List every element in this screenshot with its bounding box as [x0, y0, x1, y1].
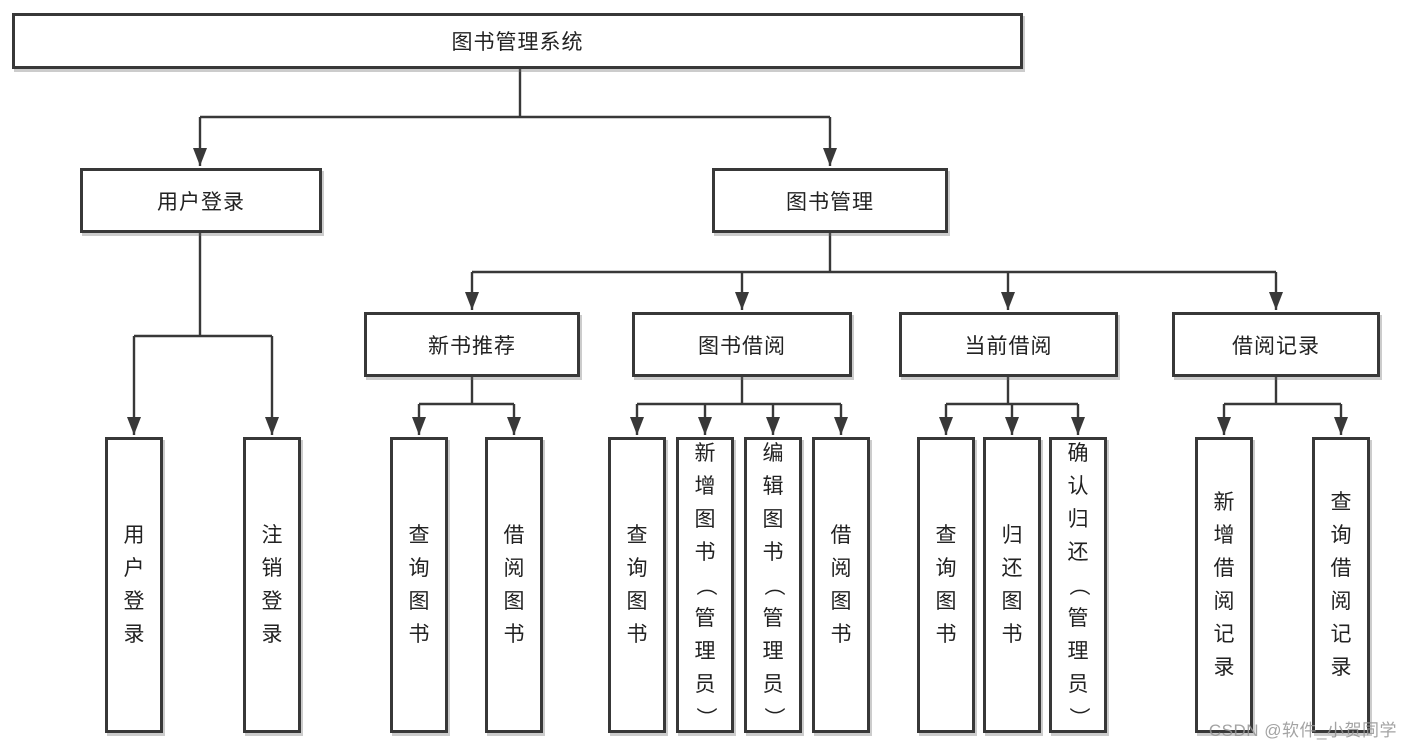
node-new-book-recommend-label: 新书推荐 — [428, 334, 516, 358]
node-book-management: 图书管理 — [712, 168, 948, 233]
csdn-watermark: CSDN @软件_小贺同学 — [1208, 721, 1397, 740]
leaf-query-book-borrow-label: 查询图书 — [626, 524, 648, 646]
leaf-query-book-borrow: 查询图书 — [608, 437, 666, 733]
leaf-borrow-book-borrow: 借阅图书 — [812, 437, 870, 733]
leaf-query-book-newbook-label: 查询图书 — [408, 524, 430, 646]
node-current-borrow-label: 当前借阅 — [964, 334, 1053, 358]
leaf-user-login-label: 用户登录 — [123, 524, 145, 646]
node-new-book-recommend: 新书推荐 — [364, 312, 580, 377]
leaf-logout-label: 注销登录 — [261, 524, 283, 646]
node-user-login-label: 用户登录 — [157, 190, 245, 214]
leaf-return-book-label: 归还图书 — [1001, 524, 1023, 646]
leaf-query-borrow-record-label: 查询借阅记录 — [1330, 491, 1352, 679]
leaf-query-borrow-record: 查询借阅记录 — [1312, 437, 1370, 733]
leaf-confirm-return-admin: 确认归还（管理员） — [1049, 437, 1107, 733]
leaf-confirm-return-admin-label: 确认归还（管理员） — [1066, 441, 1090, 728]
leaf-borrow-book-newbook-label: 借阅图书 — [503, 524, 525, 646]
node-borrow-records-label: 借阅记录 — [1232, 334, 1320, 358]
leaf-return-book: 归还图书 — [983, 437, 1041, 733]
leaf-logout: 注销登录 — [243, 437, 301, 733]
node-book-borrow-label: 图书借阅 — [698, 334, 786, 358]
leaf-edit-book-admin-label: 编辑图书（管理员） — [761, 441, 785, 728]
leaf-edit-book-admin: 编辑图书（管理员） — [744, 437, 802, 733]
node-book-management-label: 图书管理 — [786, 190, 874, 214]
node-library-system: 图书管理系统 — [12, 13, 1023, 69]
leaf-query-book-current: 查询图书 — [917, 437, 975, 733]
node-library-system-label: 图书管理系统 — [451, 31, 584, 54]
leaf-add-borrow-record: 新增借阅记录 — [1195, 437, 1253, 733]
node-book-borrow: 图书借阅 — [632, 312, 852, 377]
leaf-borrow-book-newbook: 借阅图书 — [485, 437, 543, 733]
node-user-login: 用户登录 — [80, 168, 322, 233]
node-current-borrow: 当前借阅 — [899, 312, 1118, 377]
node-borrow-records: 借阅记录 — [1172, 312, 1380, 377]
leaf-user-login: 用户登录 — [105, 437, 163, 733]
leaf-query-book-current-label: 查询图书 — [935, 524, 957, 646]
leaf-add-borrow-record-label: 新增借阅记录 — [1213, 491, 1235, 679]
leaf-add-book-admin: 新增图书（管理员） — [676, 437, 734, 733]
leaf-add-book-admin-label: 新增图书（管理员） — [693, 441, 717, 728]
leaf-borrow-book-borrow-label: 借阅图书 — [830, 524, 852, 646]
leaf-query-book-newbook: 查询图书 — [390, 437, 448, 733]
